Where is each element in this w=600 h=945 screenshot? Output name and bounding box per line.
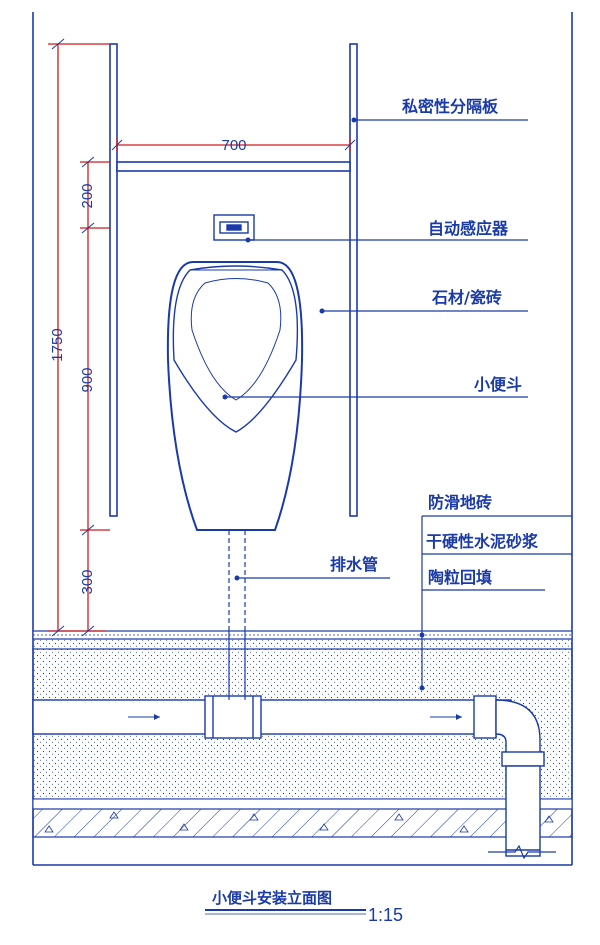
privacy-partitions — [109, 43, 358, 517]
label-floor-tile: 防滑地砖 — [428, 493, 492, 512]
vertical-drain-pipe — [228, 530, 246, 700]
break-line — [488, 844, 556, 860]
label-sensor: 自动感应器 — [428, 219, 509, 238]
floor-drain-pipe — [32, 695, 545, 857]
dim-width: 700 — [221, 137, 246, 154]
auto-sensor — [213, 214, 255, 241]
leader-dots — [222, 117, 425, 691]
leader-lines — [225, 119, 572, 688]
dimension-lines — [48, 43, 351, 632]
dim-seg-mid: 900 — [79, 367, 96, 392]
label-wall-finish: 石材/瓷砖 — [431, 288, 502, 307]
label-partition: 私密性分隔板 — [402, 97, 499, 116]
title-underline — [205, 909, 366, 915]
label-drain-pipe: 排水管 — [330, 555, 378, 574]
drawing-scale: 1:15 — [368, 905, 403, 925]
dim-seg-top: 200 — [79, 183, 96, 208]
dim-seg-bottom: 300 — [79, 569, 96, 594]
label-backfill: 陶粒回填 — [428, 568, 492, 587]
dimension-ticks — [51, 38, 356, 637]
urinal-fixture — [166, 261, 304, 531]
label-urinal: 小便斗 — [474, 375, 522, 394]
dim-total-height: 1750 — [49, 328, 66, 361]
label-mortar: 干硬性水泥砂浆 — [426, 532, 539, 551]
drawing-title: 小便斗安装立面图 — [212, 889, 332, 907]
